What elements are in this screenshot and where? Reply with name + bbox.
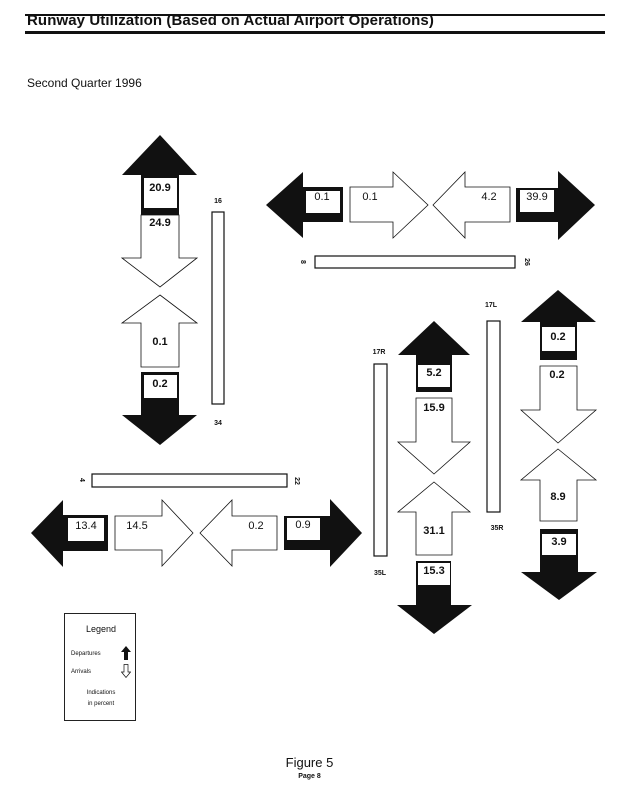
runway-17L-35R [486,320,501,513]
value-arrivals-8: 0.1 [362,191,377,203]
value-box [68,518,104,541]
departure-arrow-south-35R [521,529,597,600]
value-box [144,178,177,208]
departure-arrow-north-17L [521,290,596,360]
value-departures-16: 20.9 [149,182,170,194]
arrival-arrow-south-17L [519,365,598,444]
value-departures-22: 0.9 [295,519,310,531]
arrival-arrow-east-4 [114,498,194,568]
legend-note: Indications in percent [65,688,137,710]
value-arrivals-17L: 0.2 [549,369,564,381]
runway-17L-35R-group: 17L 35R 0.2 0.2 8.9 3.9 [485,290,598,600]
value-arrivals-35L: 31.1 [423,525,444,537]
arrival-arrow-south-17R [396,397,472,475]
value-departures-17L: 0.2 [550,331,565,343]
arrival-arrow-east-8 [349,171,429,239]
arrival-arrow-north-34 [120,294,199,368]
runway-label-34: 34 [214,420,222,427]
departure-arrow-west-8 [266,172,343,238]
title-top-rule [25,14,605,16]
value-arrivals-17R: 15.9 [423,402,444,414]
departure-arrow-north-17R [398,321,470,392]
runway-17R-35L [373,363,388,557]
runway-8-26-group: 8 26 0.1 0.1 4.2 39.9 [266,171,595,269]
value-box [306,191,340,213]
departure-arrow-south-35L [397,561,472,634]
runway-label-26: 26 [523,258,530,266]
value-box [418,365,450,387]
runway-4-22 [91,473,288,488]
runway-17R-35L-group: 17R 35L 5.2 15.9 31.1 15.3 [373,321,472,634]
value-departures-35L: 15.3 [423,565,444,577]
runway-label-35R: 35R [491,525,504,532]
runway-label-4: 4 [78,478,85,482]
value-arrivals-35R: 8.9 [550,491,565,503]
page-number: Page 8 [298,773,321,780]
solid-arrow-up-icon [121,646,131,660]
runway-8-26 [314,255,516,269]
value-departures-26: 39.9 [526,191,547,203]
value-departures-17R: 5.2 [426,367,441,379]
value-departures-34: 0.2 [152,378,167,390]
value-departures-8: 0.1 [314,191,329,203]
runway-label-16: 16 [214,198,222,205]
departure-arrow-south-34 [122,372,197,445]
arrival-arrow-south-16 [120,214,199,288]
value-box [542,534,576,555]
legend-note-line1: Indications [86,690,116,696]
runway-label-35L: 35L [374,570,387,577]
period-subtitle: Second Quarter 1996 [27,76,142,90]
value-box [144,375,177,398]
value-departures-35R: 3.9 [551,536,566,548]
arrival-arrow-west-26 [432,171,511,239]
departure-arrow-north-16 [122,135,197,215]
arrival-arrow-north-35R [519,448,598,522]
value-departures-4: 13.4 [75,520,96,532]
value-arrivals-22: 0.2 [248,520,263,532]
value-arrivals-34: 0.1 [152,336,167,348]
departure-arrow-east-26 [516,171,595,240]
departure-arrow-east-22 [284,499,362,567]
legend-title: Legend [85,624,117,634]
runway-label-22: 22 [293,477,300,485]
title-bottom-rule [25,31,605,34]
legend-arrivals-label: Arrivals [71,669,92,675]
runway-16-34-group: 16 34 20.9 24.9 0.1 0.2 [120,135,225,445]
value-box [520,190,554,212]
legend-note-line2: in percent [87,701,115,707]
runway-16-34 [211,211,225,405]
arrival-arrow-north-35L [396,481,472,556]
page-title: Runway Utilization (Based on Actual Airp… [27,12,434,29]
outline-arrow-down-icon [121,664,131,678]
runway-label-17L: 17L [485,302,498,309]
value-box [287,518,320,540]
figure-caption: Figure 5 [285,755,334,770]
legend-departures-label: Departures [71,651,101,657]
value-arrivals-4: 14.5 [126,520,147,532]
runway-4-22-group: 4 22 13.4 14.5 0.2 0.9 [31,473,362,568]
runway-label-17R: 17R [373,349,386,356]
runway-label-8: 8 [299,260,306,264]
legend-box: Legend Departures Arrivals Indications i… [64,613,136,721]
value-box [542,327,575,351]
arrival-arrow-west-22 [199,499,278,567]
value-arrivals-16: 24.9 [149,217,170,229]
value-box [418,563,450,585]
value-arrivals-26: 4.2 [481,191,496,203]
